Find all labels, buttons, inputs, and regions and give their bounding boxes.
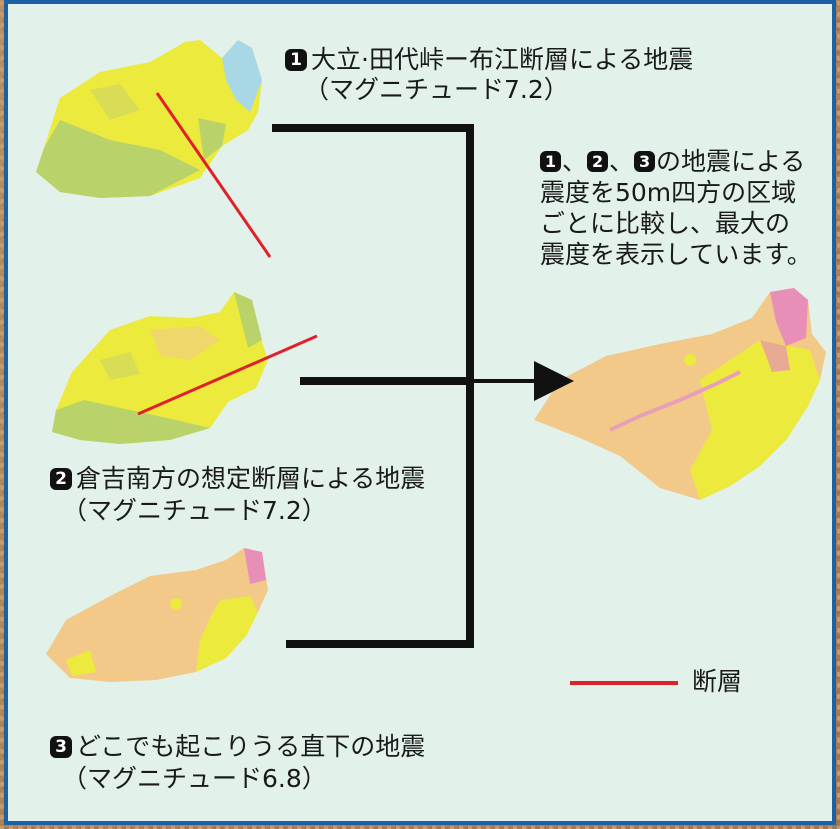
earthquake-1-magnitude: （マグニチュード7.2）: [304, 75, 569, 104]
earthquake-2-magnitude: （マグニチュード7.2）: [62, 496, 327, 525]
legend-fault-label: 断層: [692, 667, 743, 696]
map-earthquake-3: [46, 548, 268, 682]
map-earthquake-1: [36, 40, 262, 198]
bracket-connector: [272, 124, 474, 648]
badge-1: 1: [285, 49, 307, 71]
earthquake-1-title-text: 大立·田代峠ー布江断層による地震: [311, 45, 694, 74]
earthquake-3-magnitude: （マグニチュード6.8）: [62, 764, 327, 793]
map-result: [534, 288, 826, 500]
fault-line-1: [155, 92, 272, 258]
summary-line-4: 震度を表示しています。: [540, 240, 812, 269]
summary-line-2: 震度を50m四方の区域: [540, 178, 797, 207]
fault-line-2: [137, 334, 318, 416]
earthquake-3-title-text: どこでも起こりうる直下の地震: [76, 732, 426, 761]
badge-3: 3: [50, 736, 72, 758]
map-earthquake-2: [52, 292, 268, 444]
earthquake-2-title-text: 倉吉南方の想定断層による地震: [76, 464, 426, 493]
badge-2: 2: [50, 468, 72, 490]
summary-badge-1: 1: [540, 151, 561, 172]
summary-badge-3: 3: [634, 151, 656, 172]
summary-badge-2: 2: [587, 151, 609, 172]
summary-line-3: ごとに比較し、最大の: [540, 209, 791, 238]
